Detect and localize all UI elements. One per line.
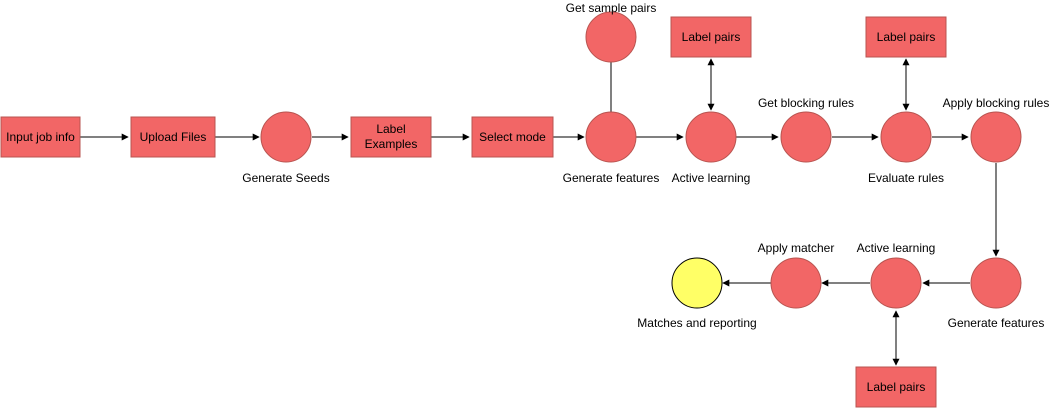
node-label-pairs-2: Label pairs (865, 16, 947, 58)
node-apply-blocking-rules-label: Apply blocking rules (943, 96, 1050, 110)
node-apply-blocking-rules: Apply blocking rules (943, 96, 1050, 163)
node-active-learning-1: Active learning (672, 111, 751, 185)
node-label-pairs-1: Label pairs (670, 16, 752, 58)
node-evaluate-rules-label: Evaluate rules (868, 171, 944, 185)
node-label-examples-label-line2: Examples (365, 137, 418, 151)
node-get-sample-pairs: Get sample pairs (566, 1, 657, 63)
node-label-pairs-1-label: Label pairs (682, 30, 741, 44)
node-active-learning-1-label: Active learning (672, 171, 751, 185)
node-input-job-info: Input job info (0, 116, 81, 158)
node-generate-features-2-label: Generate features (948, 316, 1045, 330)
node-label-examples-label-line1: Label (376, 122, 405, 136)
node-apply-matcher: Apply matcher (758, 241, 835, 309)
node-label-pairs-2-label: Label pairs (877, 30, 936, 44)
node-upload-files: Upload Files (130, 116, 216, 158)
node-select-mode-label: Select mode (479, 130, 546, 144)
node-matches-and-reporting-label: Matches and reporting (637, 316, 756, 330)
node-matches-and-reporting: Matches and reporting (637, 257, 757, 330)
node-get-blocking-rules: Get blocking rules (758, 96, 854, 163)
node-label-examples: Label Examples (350, 116, 432, 158)
node-active-learning-2-label: Active learning (857, 241, 936, 255)
node-generate-seeds: Generate Seeds (242, 111, 330, 185)
edges (80, 58, 1000, 366)
node-upload-files-label: Upload Files (140, 130, 207, 144)
node-generate-seeds-label: Generate Seeds (242, 171, 329, 185)
node-active-learning-2: Active learning (857, 241, 936, 309)
node-get-sample-pairs-label: Get sample pairs (566, 1, 657, 15)
node-get-blocking-rules-label: Get blocking rules (758, 96, 854, 110)
node-label-pairs-3-label: Label pairs (867, 380, 926, 394)
node-select-mode: Select mode (471, 116, 554, 158)
node-generate-features-1: Generate features (563, 111, 660, 185)
node-input-job-info-label: Input job info (6, 130, 75, 144)
node-label-pairs-3: Label pairs (855, 366, 937, 408)
node-apply-matcher-label: Apply matcher (758, 241, 835, 255)
node-generate-features-1-label: Generate features (563, 171, 660, 185)
node-evaluate-rules: Evaluate rules (868, 111, 944, 185)
node-generate-features-2: Generate features (948, 257, 1045, 330)
